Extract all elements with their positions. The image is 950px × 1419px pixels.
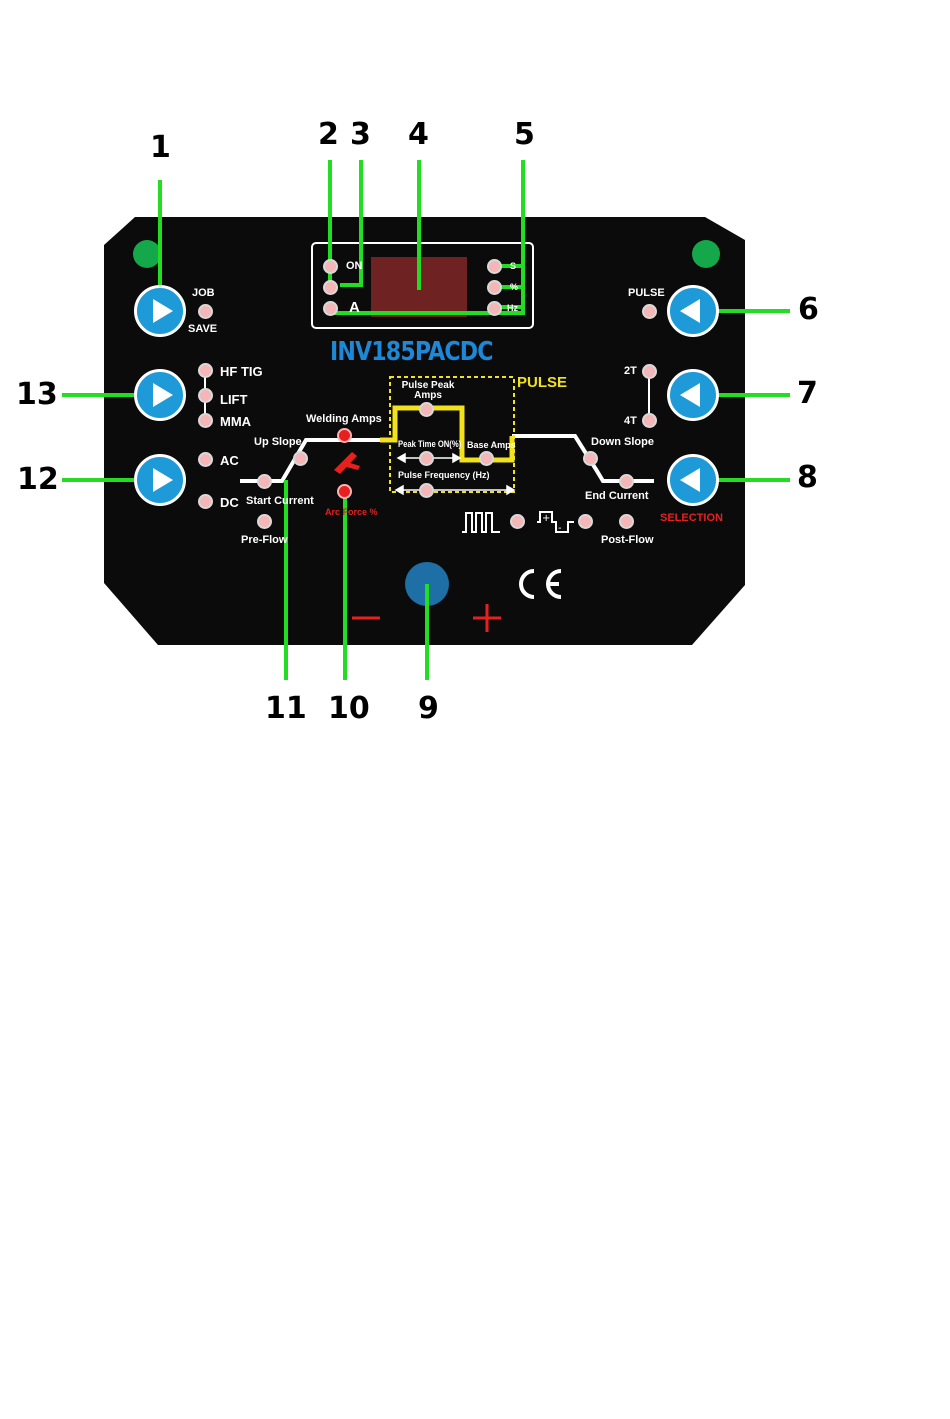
brand-name: INV185PACDC xyxy=(330,337,493,367)
current-dc: DC xyxy=(220,496,239,509)
led-s xyxy=(487,259,502,274)
callout-12: 12 xyxy=(17,465,59,495)
svg-text:+: + xyxy=(542,513,550,524)
unit-s: S xyxy=(510,262,516,271)
welding-amps-label: Welding Amps xyxy=(306,414,382,425)
mode-select-button[interactable] xyxy=(134,369,186,421)
unit-hz: Hz xyxy=(507,304,518,313)
callout-10: 10 xyxy=(328,694,370,724)
selection-label: SELECTION xyxy=(660,513,723,524)
callout-6: 6 xyxy=(798,295,819,325)
callout-8: 8 xyxy=(797,463,818,493)
led-lift xyxy=(198,388,213,403)
trigger-2t-4t-button[interactable] xyxy=(667,369,719,421)
status-dot-right xyxy=(692,240,720,268)
job-save-button[interactable] xyxy=(134,285,186,337)
callout-13: 13 xyxy=(16,380,58,410)
base-amps-label: Base Amps xyxy=(467,441,516,450)
mode-lift: LIFT xyxy=(220,393,247,406)
led-pre-flow xyxy=(257,514,272,529)
led-start-current xyxy=(257,474,272,489)
led-base-amps xyxy=(479,451,494,466)
led-v xyxy=(323,280,338,295)
save-label: SAVE xyxy=(188,324,217,335)
job-label: JOB xyxy=(192,288,215,299)
pre-flow-label: Pre-Flow xyxy=(241,535,287,546)
led-2t xyxy=(642,364,657,379)
led-pulse-mode xyxy=(510,514,525,529)
trigger-2t: 2T xyxy=(624,366,637,377)
callout-9: 9 xyxy=(418,694,439,724)
led-pulse-frequency xyxy=(419,483,434,498)
led-down-slope xyxy=(583,451,598,466)
selection-button[interactable] xyxy=(667,454,719,506)
end-current-label: End Current xyxy=(585,491,649,502)
led-a xyxy=(323,301,338,316)
unit-a: A xyxy=(349,300,360,315)
down-slope-label: Down Slope xyxy=(591,437,654,448)
led-up-slope xyxy=(293,451,308,466)
led-4t xyxy=(642,413,657,428)
led-end-current xyxy=(619,474,634,489)
arc-force-label: Arc Force % xyxy=(325,508,378,517)
led-welding-amps xyxy=(337,428,352,443)
led-job xyxy=(198,304,213,319)
callout-1: 1 xyxy=(150,133,171,163)
post-flow-label: Post-Flow xyxy=(601,535,654,546)
led-dc xyxy=(198,494,213,509)
callout-2: 2 xyxy=(318,120,339,150)
trigger-4t: 4T xyxy=(624,416,637,427)
led-post-flow xyxy=(619,514,634,529)
led-on xyxy=(323,259,338,274)
led-percent xyxy=(487,280,502,295)
svg-text:-: - xyxy=(558,523,562,534)
led-mma xyxy=(198,413,213,428)
pulse-label: PULSE xyxy=(628,288,665,299)
pulse-box-label: PULSE xyxy=(517,375,567,390)
status-dot-left xyxy=(133,240,161,268)
callout-5: 5 xyxy=(514,120,535,150)
led-peak-time xyxy=(419,451,434,466)
peak-time-label: Peak Time ON(%) xyxy=(398,440,461,449)
callout-3: 3 xyxy=(350,120,371,150)
led-hz xyxy=(487,301,502,316)
led-pulse xyxy=(642,304,657,319)
start-current-label: Start Current xyxy=(246,496,314,507)
unit-on: ON xyxy=(346,261,363,272)
led-pulse-peak-amps xyxy=(419,402,434,417)
callout-7: 7 xyxy=(797,379,818,409)
up-slope-label: Up Slope xyxy=(254,437,302,448)
led-arc-force xyxy=(337,484,352,499)
pulse-peak-amps-label: Pulse Peak Amps xyxy=(398,381,458,401)
mode-hf-tig: HF TIG xyxy=(220,365,263,378)
mode-mma: MMA xyxy=(220,415,251,428)
current-ac: AC xyxy=(220,454,239,467)
led-ac xyxy=(198,452,213,467)
pulse-frequency-label: Pulse Frequency (Hz) xyxy=(398,471,490,480)
callout-4: 4 xyxy=(408,120,429,150)
unit-percent: % xyxy=(510,283,518,292)
led-hf-tig xyxy=(198,363,213,378)
pulse-button[interactable] xyxy=(667,285,719,337)
ac-dc-button[interactable] xyxy=(134,454,186,506)
callout-11: 11 xyxy=(265,694,307,724)
led-ac-balance xyxy=(578,514,593,529)
